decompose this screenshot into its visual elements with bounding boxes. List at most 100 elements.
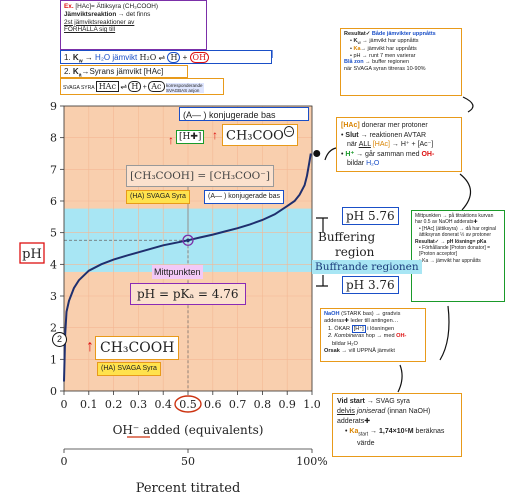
dissociation-text: → H⁺ + [Ac⁻] (389, 141, 434, 148)
y-tick-label: 6 (50, 195, 57, 208)
water-text: H₂O (366, 160, 380, 167)
ph-576-label: pH 5.76 (342, 207, 399, 225)
cause-text: → vill UPPNÅ jämvikt (339, 348, 395, 355)
ch3cooh-text: CH₃COOH (100, 340, 175, 356)
naoh-text: (STARK bas) → gradvis (339, 311, 401, 317)
ph-576-text: pH 5.76 (346, 209, 395, 223)
x-tick-label: 0.2 (105, 398, 123, 411)
circle-2-label: 2 (52, 332, 67, 347)
naoh-label: NaOH (324, 311, 340, 317)
result-title: Resultat✓ (344, 31, 371, 37)
result-ka-text: → jämvikt har uppnåtts (360, 46, 417, 53)
kw-arrow: → (84, 53, 93, 62)
a-tag-text: (A— ) konjugerade bas (208, 193, 280, 200)
all-text: ALL (358, 141, 371, 148)
ch3cooh-label: CH₃COOH (95, 336, 180, 360)
conj-base-tag: (A— ) konjugerade bas (179, 107, 309, 121)
ch3coo-label: CH₃COO− (222, 124, 299, 147)
ionized-text: joniserad (354, 408, 386, 415)
naoh-box: NaOH (STARK bas) → gradvis adderas✚ lede… (320, 308, 426, 362)
ka-row: 2. Ka→Syrans jämvikt [HAc] (60, 65, 188, 79)
result-kw-sub: w (357, 39, 361, 45)
buffer-brackets (316, 217, 328, 287)
ka-start-arrow: → (368, 428, 379, 435)
percent-tick-label: 0 (61, 455, 68, 468)
ex-prefix: Ex. (64, 3, 74, 10)
up-arrow-icon-3: ↑ (86, 338, 94, 355)
ha-tag-text: (HA) SVAGA Syra (130, 193, 186, 200)
percent-axis-label: Percent titrated (136, 481, 241, 496)
midpoint-marker (182, 234, 194, 246)
hac-definition: [HAc]= Ättiksyra (CH₃COOH) (73, 3, 159, 10)
hac-text2: [HAc] (370, 141, 390, 148)
midpoint-box: Mittpunkten → på titraktions kurvan har … (411, 210, 505, 302)
definition-box: Ex. [HAc]= Ättiksyra (CH₃COOH) Jämviktsr… (60, 0, 207, 50)
oh-label: OH- (421, 150, 435, 158)
ha-tag-2: (HA) SVAGA Syra (97, 362, 161, 376)
kw-h: H (167, 52, 181, 63)
ka-number: 2. (64, 67, 71, 76)
equality-text: [CH₃COOH] = [CH₃COO⁻] (130, 170, 270, 182)
result-title2: Både jämvikter uppnåtts (371, 31, 436, 37)
arrow-start-box (397, 364, 403, 393)
ka-sub: a (78, 72, 82, 79)
y-tick-label: 9 (50, 100, 57, 113)
x-tick-label: 0.8 (254, 398, 272, 411)
hplus-label: H⁺ (345, 150, 355, 158)
result-kw-text: → jämvikt har uppnåtts (360, 37, 419, 44)
start-text: → SVAG syra (364, 398, 410, 405)
percent-tick-label: 100% (296, 455, 327, 468)
endpoint-dot (313, 150, 321, 157)
midpoint-text: Mittpunkten (154, 267, 201, 277)
kw-row: 1. Kw → H₂O jämvikt H₂O ⇌ H + OH (60, 50, 272, 65)
kw-sub: w (78, 58, 83, 65)
end-text: → reaktionen AVTAR (358, 131, 427, 139)
result-ph: pH → runt 7 men varierar (353, 52, 416, 59)
midpoint-line5: Ka → jämvikt har uppnåtts (422, 257, 481, 264)
y-tick-label: 0 (50, 385, 57, 398)
midpoint-dot (186, 238, 190, 243)
with-text: hop → med (364, 333, 397, 340)
h-plus-text: [H✚] (179, 132, 202, 142)
buffer-swedish-label: Buffrande regionen (312, 260, 422, 274)
midpoint-line1: Mittpunkten → på titraktions kurvan har … (415, 213, 494, 226)
ka-text: →Syrans jämvikt [HAc] (81, 67, 164, 76)
ac-species: Ac (148, 81, 165, 92)
y-tick-label: 1 (50, 353, 57, 366)
h-plus-label: [H✚] (176, 130, 205, 144)
cause-label: Orsak (324, 348, 340, 355)
y-axis-label: pH (22, 247, 42, 262)
equality-label: [CH₃COOH] = [CH₃COO⁻] (126, 165, 274, 187)
midpoint-line2: [HAc] (ättiksyra) → då har orginal ättik… (419, 225, 497, 239)
kw-oh: OH (189, 52, 210, 63)
x-tick-label: 0.6 (204, 398, 222, 411)
combines-text: → går samman med (354, 150, 422, 158)
ka-start-calc: beräknas (413, 428, 445, 435)
midpoint-line4: Förhållande [Proton donator] = [Proton a… (419, 245, 491, 258)
up-arrow-icon: ↑ (168, 133, 174, 147)
ka-start-label: Ka (349, 428, 359, 435)
result-ka: Ka (353, 46, 361, 53)
ka-start-sub: start (358, 431, 369, 438)
hac-donor-text: donerar mer protoner (359, 122, 428, 129)
start-box: Vid start → SVAG syra delvis joniserad (… (332, 393, 462, 457)
ka-start-value: 1,74×10⁵M (378, 428, 414, 435)
relate-text: FÖRHÅLLA sig till (64, 26, 116, 34)
kw-eq-arrow: ⇌ (158, 53, 166, 62)
x-tick-label: 0.1 (80, 398, 98, 411)
region-label: region (335, 245, 375, 259)
oh-text: OH- (396, 333, 407, 340)
hac-donor-box: [HAc] donerar mer protoner • Slut → reak… (336, 117, 462, 172)
half-equivalent-label: 0.5 (179, 398, 197, 411)
x-tick-label: 0.4 (154, 398, 172, 411)
plus-sign: + (142, 84, 147, 91)
minus-charge: − (283, 126, 295, 137)
kw-number: 1. (64, 53, 71, 62)
x-tick-label: 0 (61, 398, 68, 411)
start-label: Vid start (337, 398, 365, 405)
before-naoh-text: (innan NaOH) (385, 408, 431, 415)
ph-376-label: pH 3.76 (342, 276, 399, 294)
kw-jamvikt: jämvikt (112, 53, 138, 62)
x-tick-label: 0.7 (229, 398, 247, 411)
ch3coo-text: CH₃COO (226, 128, 284, 144)
